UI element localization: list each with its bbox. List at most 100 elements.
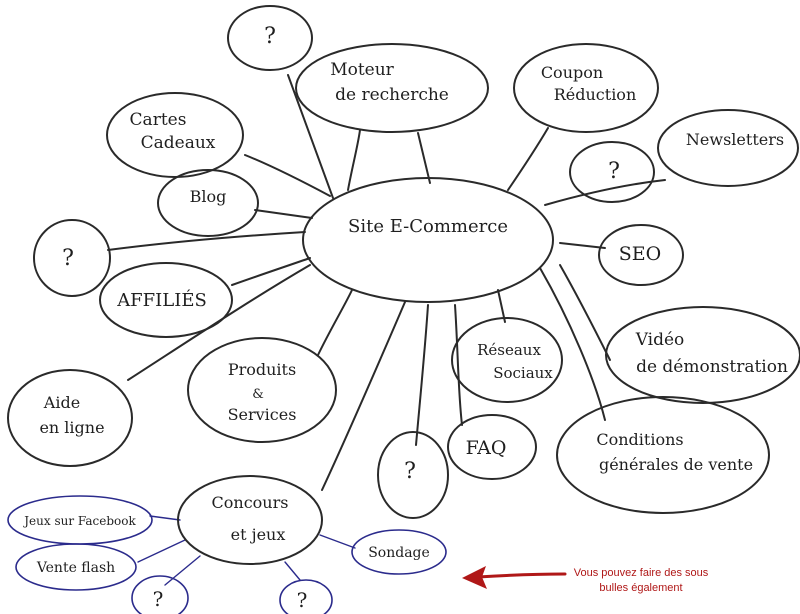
produits-label-2: &	[252, 387, 264, 402]
link-jeux-facebook	[149, 515, 181, 521]
reseaux-label-2: Sociaux	[493, 364, 553, 382]
link-vente-flash	[137, 539, 186, 563]
link-concours	[321, 301, 406, 491]
moteur-label-2: de recherche	[335, 85, 449, 105]
link-bottom-question	[415, 304, 429, 446]
sondage-label: Sondage	[368, 545, 430, 561]
bubble-video	[605, 306, 800, 404]
annotation: Vous pouvez faire des sous bulles égalem…	[462, 566, 709, 594]
node-produits-services: Produits & Services	[187, 337, 337, 443]
cartes-label-2: Cadeaux	[141, 133, 216, 153]
blog-label: Blog	[190, 187, 227, 206]
bottom-question-label: ?	[404, 459, 416, 484]
node-faq: FAQ	[447, 414, 537, 480]
link-cartes	[244, 154, 331, 197]
bubble-vente-flash	[15, 543, 137, 591]
bubble-question-a	[131, 575, 189, 614]
node-top-question: ?	[227, 5, 313, 71]
concours-label-2: et jeux	[231, 525, 286, 544]
question-a-label: ?	[153, 587, 164, 611]
concours-label-1: Concours	[212, 493, 289, 512]
link-faq	[454, 304, 463, 426]
right-question-label: ?	[608, 159, 620, 184]
bubble-sondage	[351, 529, 447, 575]
link-newsletters	[544, 179, 666, 206]
annotation-line-1: Vous pouvez faire des sous	[574, 567, 709, 579]
link-seo	[559, 242, 606, 249]
node-concours-jeux: Concours et jeux Jeux sur Facebook Vente…	[7, 475, 447, 614]
node-moteur-de-recherche: Moteur de recherche	[295, 43, 489, 133]
node-coupon-reduction: Coupon Réduction	[513, 43, 659, 133]
video-label-2: de démonstration	[636, 357, 788, 377]
bubble-right-question	[569, 141, 655, 203]
top-question-label: ?	[264, 24, 276, 49]
link-affilies	[231, 257, 311, 286]
link-question-b	[284, 561, 301, 581]
node-left-question: ?	[33, 219, 111, 297]
center-bubble	[302, 177, 554, 303]
link-moteur	[347, 129, 361, 191]
newsletters-label: Newsletters	[686, 130, 784, 149]
link-question-a	[164, 555, 201, 586]
link-sondage	[319, 534, 356, 549]
node-seo: SEO	[598, 224, 684, 286]
bubble-cartes	[106, 92, 244, 178]
link-conditions	[539, 267, 606, 421]
question-b-label: ?	[297, 588, 308, 612]
bubble-concours	[177, 475, 323, 565]
bubble-conditions	[556, 396, 770, 514]
conditions-label-1: Conditions	[596, 430, 683, 449]
produits-label-3: Services	[228, 405, 297, 424]
seo-label: SEO	[619, 243, 661, 265]
jeux-facebook-label: Jeux sur Facebook	[22, 514, 136, 528]
annotation-line-2: bulles également	[599, 582, 682, 594]
center-label: Site E-Commerce	[348, 216, 508, 237]
node-video-demonstration: Vidéo de démonstration	[605, 306, 800, 404]
bubble-blog	[157, 169, 259, 237]
bubble-seo	[598, 224, 684, 286]
node-cartes-cadeaux: Cartes Cadeaux	[106, 92, 244, 178]
left-question-label: ?	[62, 246, 74, 271]
coupon-label-2: Réduction	[554, 85, 637, 104]
bubble-reseaux	[451, 317, 563, 403]
aide-label-1: Aide	[43, 393, 80, 412]
video-label-1: Vidéo	[635, 330, 685, 350]
bubble-affilies	[99, 262, 233, 338]
bubble-bottom-question	[377, 431, 449, 519]
annotation-arrow-head	[462, 566, 487, 589]
node-aide-en-ligne: Aide en ligne	[7, 369, 133, 467]
node-right-question: ?	[569, 141, 655, 203]
annotation-arrow-shaft	[476, 572, 567, 579]
bubble-faq	[447, 414, 537, 480]
center-node: Site E-Commerce	[302, 177, 554, 303]
node-blog: Blog	[157, 169, 259, 237]
bubble-aide	[7, 369, 133, 467]
reseaux-label-1: Réseaux	[477, 341, 541, 359]
link-moteur-2	[417, 132, 431, 184]
conditions-label-2: générales de vente	[599, 455, 753, 474]
bubble-question-b	[279, 579, 333, 614]
faq-label: FAQ	[466, 437, 507, 459]
bubble-moteur	[295, 43, 489, 133]
link-top-question	[287, 74, 334, 199]
link-reseaux	[497, 289, 506, 323]
moteur-label-1: Moteur	[330, 60, 394, 80]
bubble-top-question	[227, 5, 313, 71]
affilies-label: AFFILIÉS	[116, 288, 207, 311]
bubble-left-question	[33, 219, 111, 297]
node-bottom-question: ?	[377, 431, 449, 519]
bubble-newsletters	[657, 109, 799, 187]
node-reseaux-sociaux: Réseaux Sociaux	[451, 317, 563, 403]
bubble-produits	[187, 337, 337, 443]
link-left-question	[107, 231, 306, 251]
cartes-label-1: Cartes	[130, 110, 187, 130]
coupon-label-1: Coupon	[541, 63, 603, 82]
node-affilies: AFFILIÉS	[99, 262, 233, 338]
node-newsletters: Newsletters	[657, 109, 799, 187]
vente-flash-label: Vente flash	[36, 560, 115, 576]
link-video	[559, 264, 611, 361]
bubble-coupon	[513, 43, 659, 133]
link-blog	[254, 209, 313, 219]
